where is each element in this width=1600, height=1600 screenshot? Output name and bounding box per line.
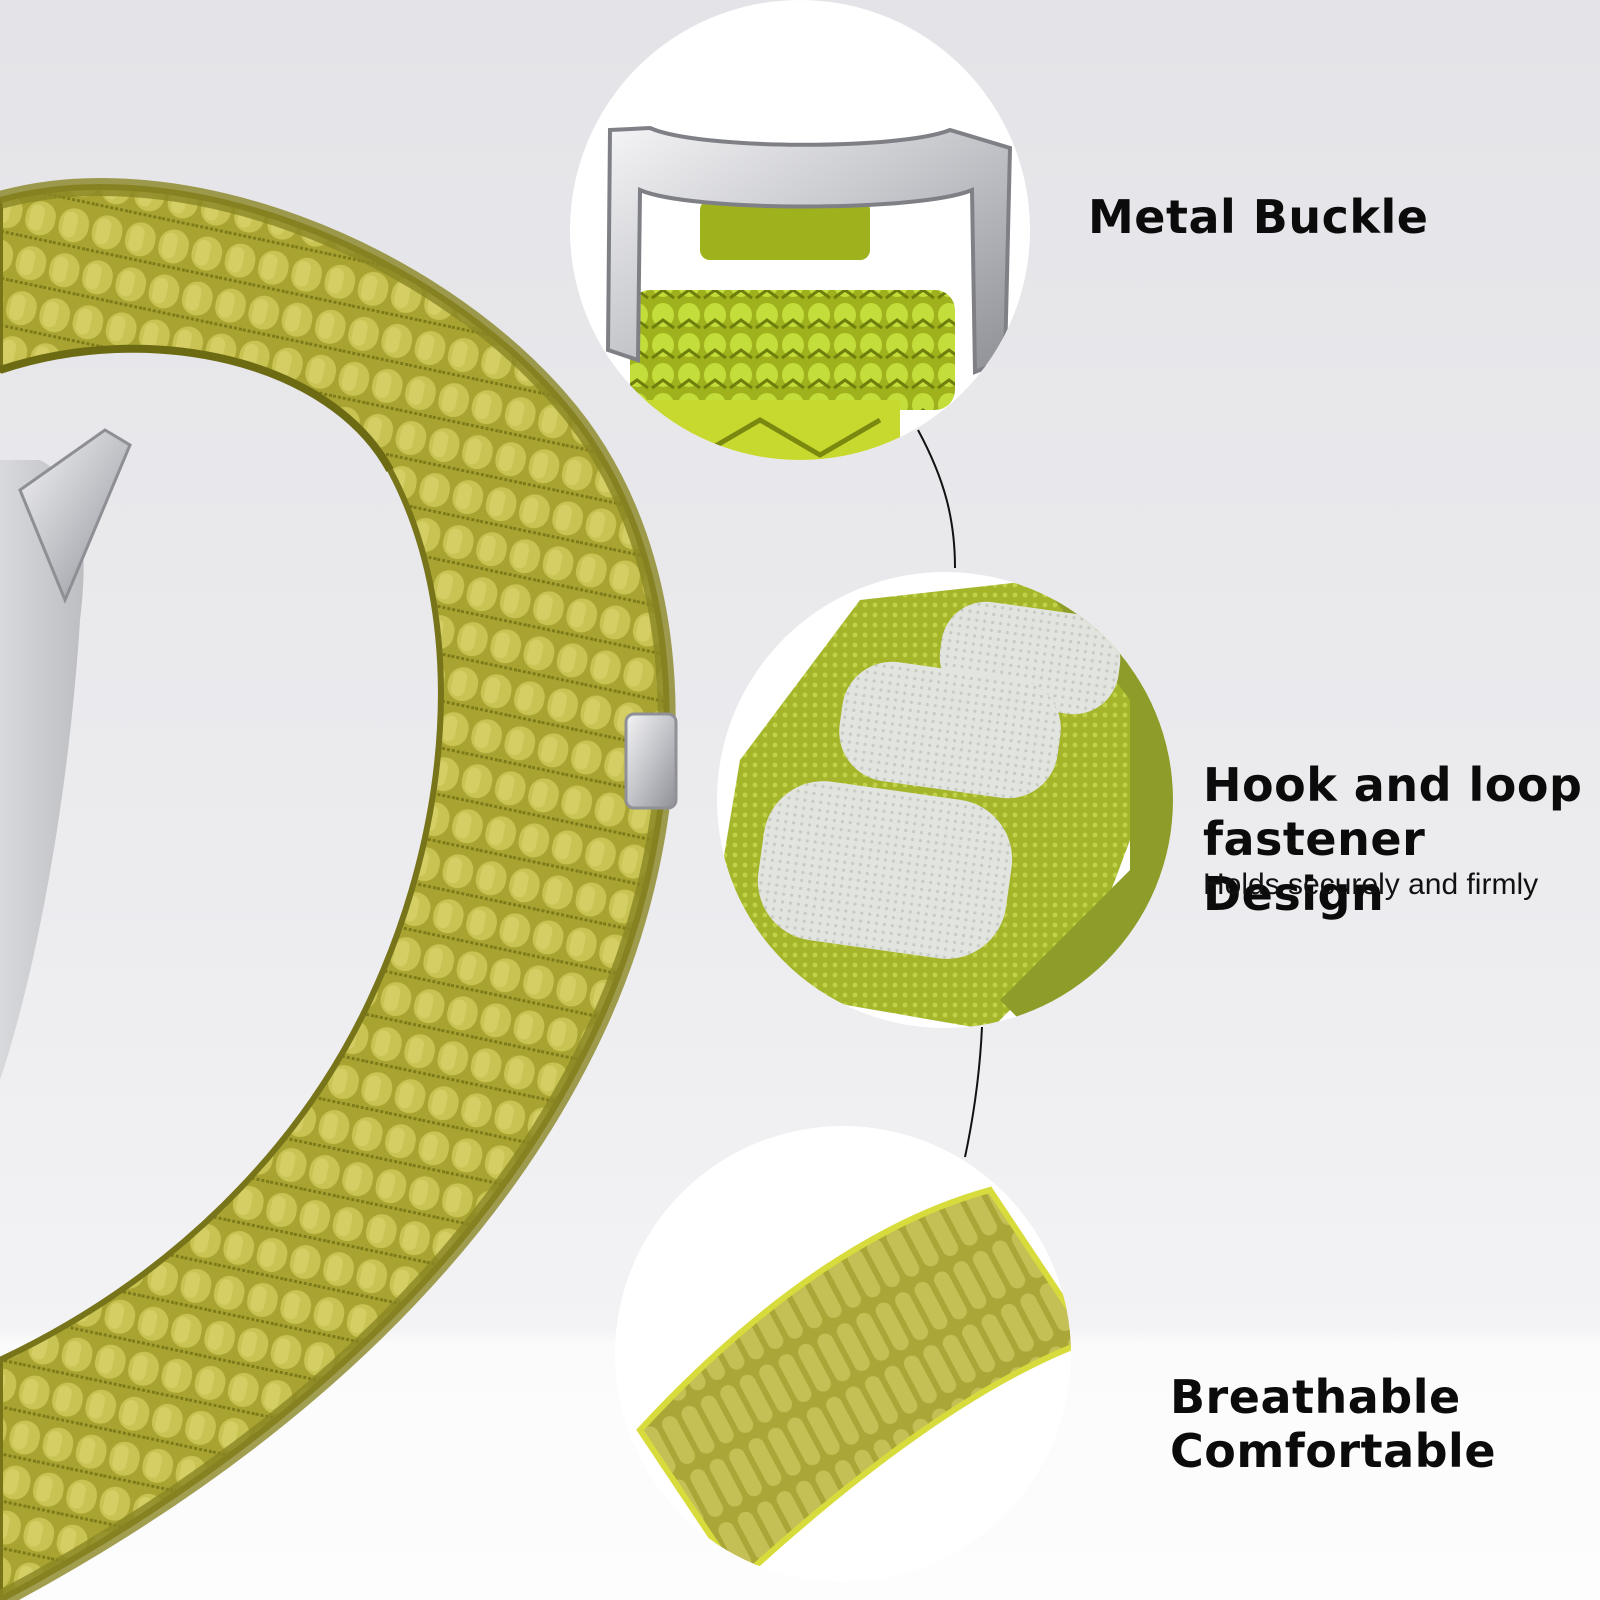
hook-loop-title-line1: Hook and loop xyxy=(1203,758,1583,812)
metal-buckle-title-text: Metal Buckle xyxy=(1088,190,1429,244)
breathable-title-line2: Comfortable xyxy=(1170,1424,1497,1479)
hook-loop-detail-image xyxy=(717,572,1173,1028)
hook-loop-subtitle: Holds securely and firmly xyxy=(1203,868,1539,901)
connector-lines xyxy=(917,429,983,1158)
breathable-title-line1: Breathable xyxy=(1170,1370,1461,1424)
hook-loop-title: Hook and loop fastener Design xyxy=(1203,758,1600,921)
buckle-detail-image xyxy=(570,0,1030,460)
main-band-image xyxy=(0,178,676,1600)
breathable-title: Breathable Comfortable xyxy=(1170,1370,1496,1479)
watch-body-image xyxy=(0,428,678,1080)
hook-loop-title-line2: fastener Design xyxy=(1203,812,1426,921)
breathable-detail-image xyxy=(615,1126,1071,1582)
metal-buckle-title: Metal Buckle xyxy=(1088,190,1428,244)
